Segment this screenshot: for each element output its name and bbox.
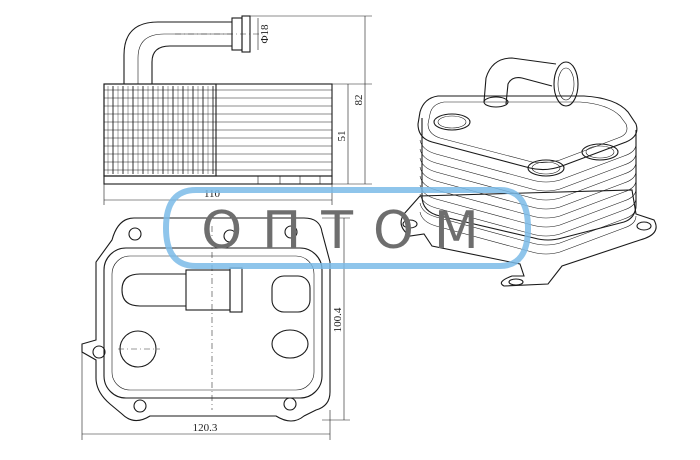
isometric-view-plates [419, 139, 637, 255]
iso-plate-line [419, 202, 637, 246]
side-view-section-hatch [107, 86, 214, 174]
dim-plate-height: 100.4 [332, 307, 344, 332]
side-view: 82 51 Φ18 110 [103, 15, 372, 205]
iso-plate-line [419, 139, 637, 183]
side-view-plates [104, 89, 332, 171]
watermark: OПTOM [162, 187, 532, 269]
iso-plate-line [419, 184, 637, 228]
top-view: 100.4 120.3 [81, 217, 350, 440]
isometric-view [400, 57, 657, 287]
iso-plate-line [419, 193, 637, 237]
iso-plate-line [419, 157, 637, 201]
watermark-ring [162, 187, 532, 269]
iso-plate-line [419, 148, 637, 192]
iso-plate-line [419, 166, 637, 210]
dim-plate-width: 120.3 [193, 422, 218, 434]
iso-plate-line [419, 175, 637, 219]
dim-core-height: 51 [336, 131, 348, 142]
watermark-text: OПTOM [201, 201, 499, 261]
iso-plate-line [419, 211, 637, 255]
dim-total-height: 82 [353, 95, 365, 106]
dim-pipe-diameter: Φ18 [259, 24, 271, 44]
